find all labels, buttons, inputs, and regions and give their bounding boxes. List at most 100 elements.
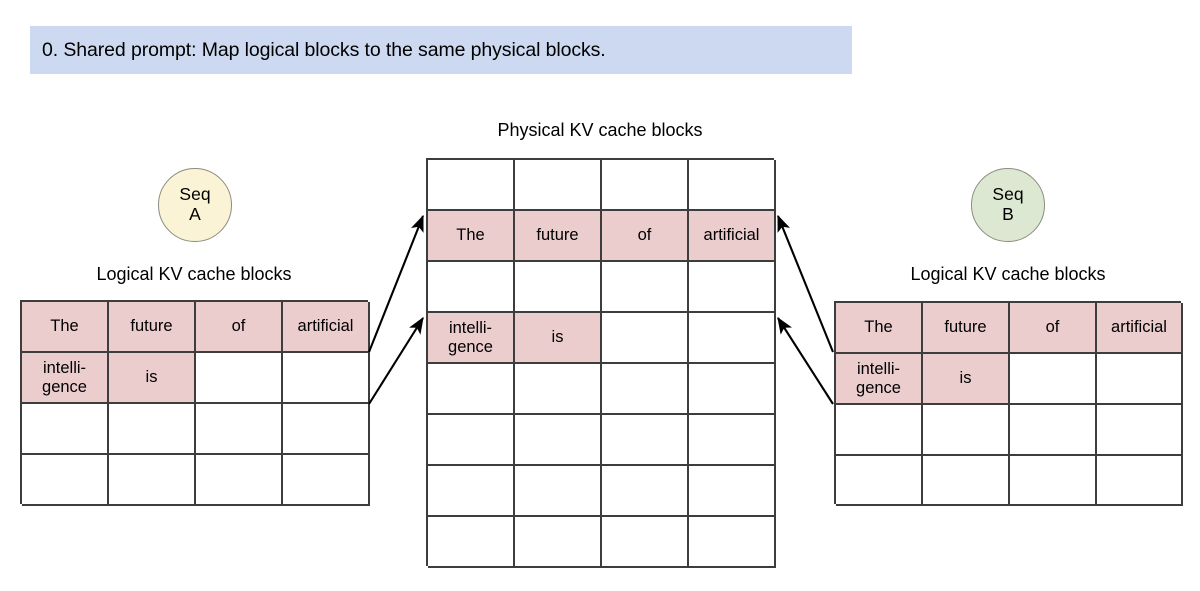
kv-block-cell: artificial [689,211,776,262]
prompt-banner-text: 0. Shared prompt: Map logical blocks to … [42,38,606,61]
kv-block-cell: future [515,211,602,262]
kv-block-cell [1097,456,1183,506]
seq-b-badge: Seq B [971,168,1045,242]
kv-block-cell: of [602,211,689,262]
logical-kv-grid-seq-a: The future of artificial intelli- gence is [20,300,370,506]
kv-block-cell: is [923,354,1010,405]
kv-block-cell [689,364,776,415]
kv-block-cell [1097,405,1183,456]
kv-block-cell: artificial [1097,303,1183,354]
kv-block-token: future [536,226,579,245]
kv-block-cell: future [109,302,196,353]
kv-block-token: artificial [297,317,354,336]
logical-kv-grid-seq-b: The future of artificial intelli- gence is [834,301,1183,506]
kv-block-cell: The [428,211,515,262]
kv-block-token: future [130,317,173,336]
kv-block-cell: artificial [283,302,370,353]
seq-a-label-line1: Seq [179,184,211,205]
kv-block-cell [109,455,196,506]
logical-blocks-caption-a: Logical KV cache blocks [96,264,292,284]
kv-block-cell [515,517,602,568]
arrow-seq-b-block0-to-physical-row2 [777,214,834,353]
physical-kv-grid: The future of artificial intelli- gence is [426,158,776,568]
seq-b-label-line1: Seq [992,184,1024,205]
kv-block-cell [602,415,689,466]
seq-b-label-line2: B [1002,204,1014,224]
seq-a-badge: Seq A [158,168,232,242]
kv-block-cell [428,262,515,313]
kv-block-cell [515,160,602,211]
kv-block-cell [923,456,1010,506]
kv-block-cell [923,405,1010,456]
kv-block-token: future [944,318,987,337]
kv-block-cell [22,455,109,506]
kv-block-cell [836,456,923,506]
kv-block-cell [602,517,689,568]
kv-block-cell [283,455,370,506]
kv-block-cell [283,404,370,455]
kv-block-token: The [864,318,893,337]
kv-block-cell [196,404,283,455]
kv-block-token: of [231,317,246,336]
arrow-seq-a-block1-to-physical-row4 [368,316,424,405]
kv-block-token: artificial [703,226,760,245]
kv-block-cell: is [515,313,602,364]
kv-block-token: of [637,226,652,245]
kv-block-cell [602,262,689,313]
kv-block-cell [602,160,689,211]
kv-block-token: is [551,328,564,347]
kv-block-cell [109,404,196,455]
kv-block-cell: of [1010,303,1097,354]
kv-block-cell [22,404,109,455]
arrow-seq-b-block1-to-physical-row4 [777,316,834,405]
kv-block-cell: intelli- gence [22,353,109,404]
kv-block-token: is [145,368,158,387]
kv-block-cell [689,313,776,364]
kv-block-token: intelli- gence [856,360,901,397]
kv-block-cell [428,517,515,568]
kv-block-cell: future [923,303,1010,354]
kv-block-token: artificial [1111,318,1167,337]
kv-block-cell [689,160,776,211]
kv-block-cell [515,466,602,517]
kv-block-cell: The [22,302,109,353]
kv-block-cell [689,262,776,313]
kv-block-token: The [50,317,79,336]
kv-block-cell: The [836,303,923,354]
kv-block-cell [836,405,923,456]
kv-block-token: intelli- gence [42,359,87,396]
kv-block-cell [1097,354,1183,405]
arrow-seq-a-block0-to-physical-row2 [368,214,424,353]
kv-block-token: The [456,226,485,245]
kv-block-cell: intelli- gence [836,354,923,405]
kv-block-cell [1010,405,1097,456]
prompt-banner: 0. Shared prompt: Map logical blocks to … [30,26,852,74]
kv-block-cell [689,415,776,466]
physical-blocks-caption: Physical KV cache blocks [497,120,703,140]
kv-block-cell [515,262,602,313]
kv-block-cell [428,364,515,415]
kv-block-cell: intelli- gence [428,313,515,364]
kv-block-cell [428,415,515,466]
kv-block-cell [196,353,283,404]
kv-block-cell [602,364,689,415]
kv-block-token: intelli- gence [448,319,493,356]
kv-block-cell [689,517,776,568]
kv-block-cell [1010,354,1097,405]
kv-block-cell [602,313,689,364]
kv-block-cell [602,466,689,517]
kv-block-cell: is [109,353,196,404]
kv-block-cell: of [196,302,283,353]
kv-block-cell [428,466,515,517]
seq-a-label-line2: A [189,204,201,224]
kv-block-cell [283,353,370,404]
kv-block-cell [428,160,515,211]
kv-block-cell [689,466,776,517]
kv-block-cell [515,364,602,415]
kv-block-cell [515,415,602,466]
kv-block-token: of [1045,318,1060,337]
kv-block-cell [1010,456,1097,506]
kv-block-token: is [959,369,972,388]
logical-blocks-caption-b: Logical KV cache blocks [910,264,1106,284]
